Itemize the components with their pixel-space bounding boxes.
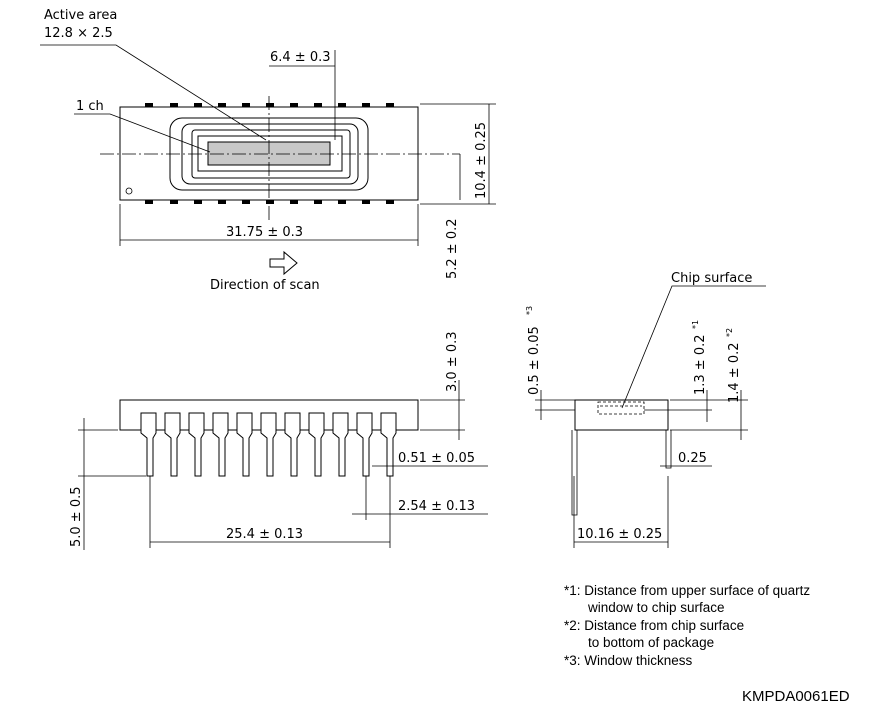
half-height-dim: 5.2 ± 0.2 bbox=[445, 218, 460, 279]
one-ch-leader bbox=[74, 113, 211, 153]
body-thickness-dim: 3.0 ± 0.3 bbox=[445, 331, 460, 392]
window-thickness-mark: *3 bbox=[525, 306, 534, 315]
window-thickness-dim: 0.5 ± 0.05 bbox=[527, 326, 542, 395]
direction-of-scan-label: Direction of scan bbox=[210, 278, 320, 293]
scan-direction-arrow-icon bbox=[269, 250, 298, 276]
front-side-view bbox=[78, 380, 488, 550]
one-ch-label: 1 ch bbox=[76, 99, 104, 114]
front-view-leads bbox=[140, 412, 397, 477]
note-1-line-2: window to chip surface bbox=[587, 600, 725, 615]
note-1-line-1: *1: Distance from upper surface of quart… bbox=[564, 583, 810, 598]
lead-length-dim: 5.0 ± 0.5 bbox=[69, 486, 84, 547]
chip-surface-label: Chip surface bbox=[671, 271, 752, 286]
note-2-line-1: *2: Distance from chip surface bbox=[564, 618, 744, 633]
package-height-dim: 10.4 ± 0.25 bbox=[474, 122, 489, 199]
window-to-chip-mark: *1 bbox=[691, 320, 700, 329]
lead-thickness-dim: 0.25 bbox=[678, 451, 707, 466]
top-view-pins-upper bbox=[145, 103, 394, 107]
chip-outline bbox=[197, 135, 343, 172]
top-view bbox=[40, 44, 496, 276]
chip-to-bottom-mark: *2 bbox=[725, 328, 734, 337]
row-spacing-dim: 10.16 ± 0.25 bbox=[577, 527, 662, 542]
pin-span-dim: 25.4 ± 0.13 bbox=[226, 527, 303, 542]
active-area-title: Active area bbox=[44, 8, 117, 23]
pitch-dim: 2.54 ± 0.13 bbox=[398, 499, 475, 514]
lead-width-dim: 0.51 ± 0.05 bbox=[398, 451, 475, 466]
note-3: *3: Window thickness bbox=[564, 653, 693, 668]
pin1-marker-icon bbox=[125, 187, 133, 195]
package-body-end bbox=[574, 399, 669, 431]
drawing-id: KMPDA0061ED bbox=[742, 688, 850, 705]
chip-cavity-outline bbox=[597, 401, 645, 415]
chip-to-bottom-dim: 1.4 ± 0.2 bbox=[727, 342, 742, 403]
chip-surface-leader bbox=[621, 285, 766, 409]
window-thickness-dim-group: 0.5 ± 0.05 *3 bbox=[525, 306, 542, 395]
center-width-dim: 6.4 ± 0.3 bbox=[270, 50, 331, 65]
window-to-chip-dim: 1.3 ± 0.2 bbox=[693, 334, 708, 395]
chip-to-bottom-dim-group: 1.4 ± 0.2 *2 bbox=[725, 328, 742, 403]
top-view-pins-lower bbox=[145, 200, 394, 204]
active-area-leader bbox=[40, 44, 267, 141]
window-frame bbox=[181, 123, 359, 185]
end-side-view bbox=[535, 285, 766, 548]
active-area-size: 12.8 × 2.5 bbox=[44, 26, 113, 41]
note-2-line-2: to bottom of package bbox=[588, 635, 714, 650]
window-to-chip-dim-group: 1.3 ± 0.2 *1 bbox=[691, 320, 708, 395]
package-length-dim: 31.75 ± 0.3 bbox=[226, 225, 303, 240]
